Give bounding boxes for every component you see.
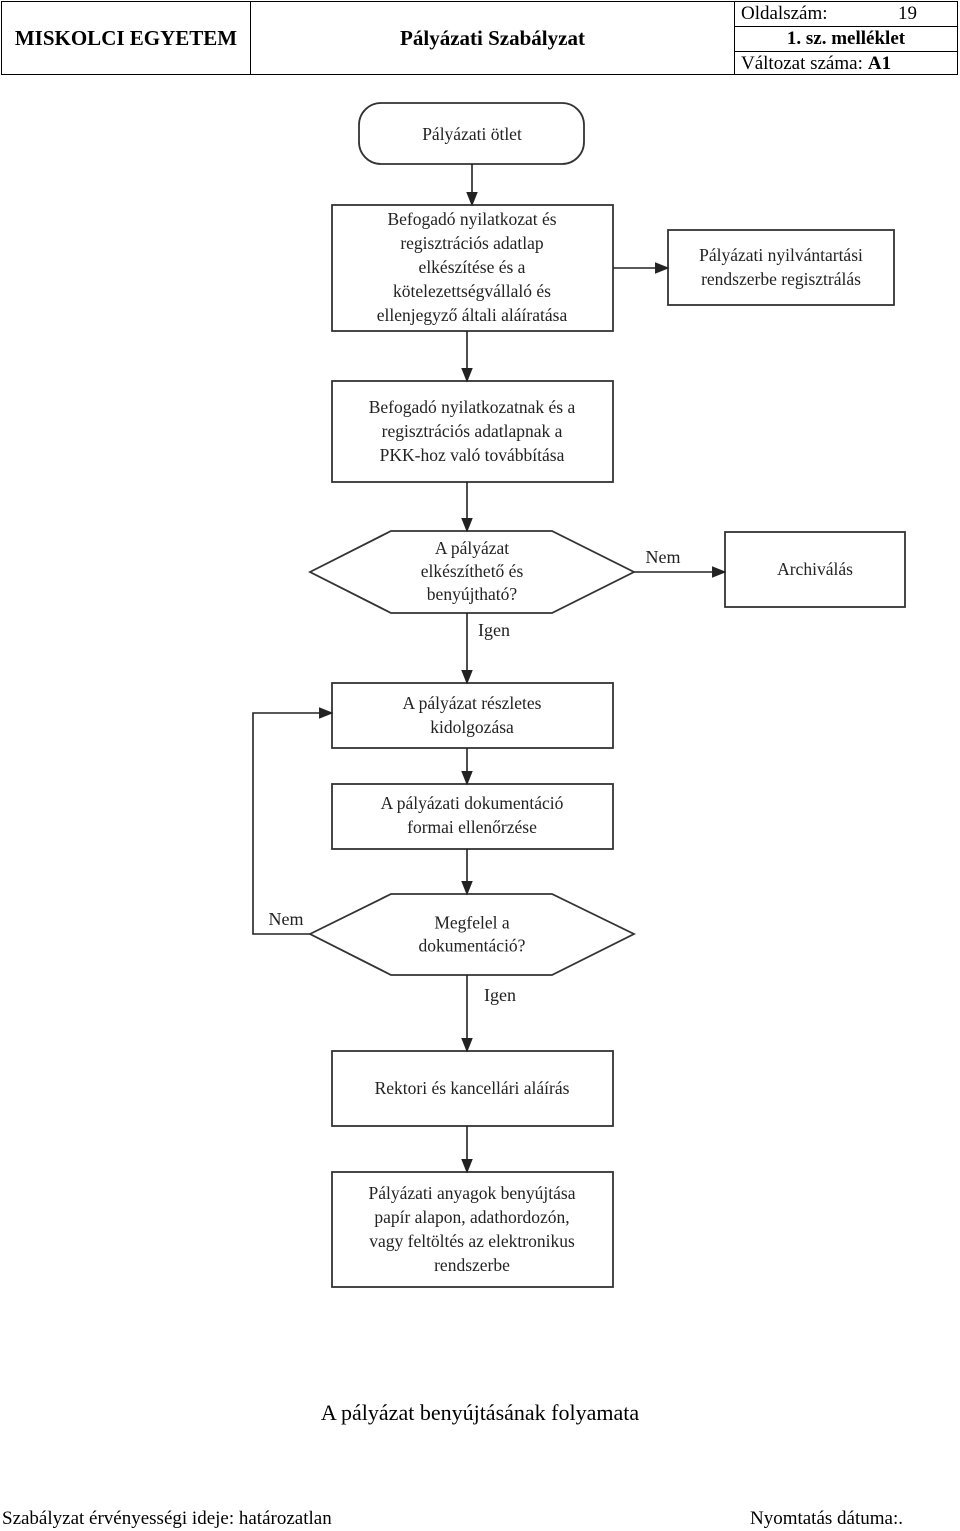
archive-box: [724, 531, 906, 608]
footer-validity: Szabályzat érvényességi ideje: határozat…: [2, 1508, 332, 1529]
decision-feasible-text: A pályázat elkészíthető és benyújtható?: [421, 538, 524, 604]
annex-label: 1. sz. melléklet: [735, 27, 957, 52]
step-elaboration-text: A pályázat részletes kidolgozása: [403, 693, 542, 737]
node-text-line: Rektori és kancellári aláírás: [375, 1078, 570, 1098]
register-box: [667, 229, 895, 306]
label-yes-continue: Igen: [478, 620, 510, 640]
node-text-line: rendszerbe: [434, 1255, 510, 1275]
step-check-box: [331, 783, 614, 850]
step-declaration-box: [331, 204, 614, 332]
node-text-line: PKK-hoz való továbbítása: [380, 445, 565, 465]
step-declaration-text: Befogadó nyilatkozat és regisztrációs ada…: [377, 209, 568, 325]
label-no-archive: Nem: [646, 547, 681, 567]
arrow-decision2-loop-back: [252, 707, 334, 935]
archive-text: Archiválás: [777, 559, 853, 579]
node-text-line: Archiválás: [777, 559, 853, 579]
document-title: Pályázati Szabályzat: [251, 2, 735, 74]
node-text-line: A pályázati dokumentáció: [381, 793, 564, 813]
node-text-line: Megfelel a: [434, 913, 510, 933]
header-meta: Oldalszám: 19 1. sz. melléklet Változat …: [735, 2, 957, 74]
node-text-line: elkészíthető és: [421, 561, 524, 581]
institution-name: MISKOLCI EGYETEM: [2, 2, 251, 74]
node-text-line: rendszerbe regisztrálás: [701, 269, 861, 289]
page-number-row: Oldalszám: 19: [735, 2, 957, 27]
node-text-line: kötelezettségvállaló és: [393, 281, 551, 301]
node-text-line: ellenjegyző általi aláíratása: [377, 305, 568, 325]
step-submission-text: Pályázati anyagok benyújtása papír alapon…: [368, 1183, 575, 1275]
decision-compliant: [307, 893, 637, 976]
figure-caption: A pályázat benyújtásának folyamata: [320, 1400, 640, 1425]
node-text-line: benyújtható?: [427, 584, 518, 604]
document-header: MISKOLCI EGYETEM Pályázati Szabályzat Ol…: [1, 1, 958, 75]
node-text-line: elkészítése és a: [419, 257, 526, 277]
start-node-text: Pályázati ötlet: [422, 124, 522, 144]
footer-print-date: Nyomtatás dátuma:.: [749, 1508, 903, 1529]
version-row: Változat száma: A1: [735, 52, 957, 75]
step-forward-text: Befogadó nyilatkozatnak és a regisztráció…: [369, 397, 576, 465]
node-text-line: Befogadó nyilatkozatnak és a: [369, 397, 576, 417]
page-number: 19: [898, 3, 917, 24]
version-value: A1: [867, 52, 892, 74]
node-text-line: regisztrációs adatlapnak a: [382, 421, 563, 441]
node-text-line: kidolgozása: [430, 717, 514, 737]
node-text-line: Pályázati anyagok benyújtása: [368, 1183, 575, 1203]
page-label: Oldalszám:: [741, 3, 828, 24]
node-text-line: regisztrációs adatlap: [400, 233, 544, 253]
step-signature-box: [331, 1050, 614, 1127]
decision-compliant-text: Megfelel a dokumentáció?: [419, 913, 526, 956]
label-no-loop: Nem: [269, 909, 304, 929]
step-check-text: A pályázati dokumentáció formai ellenőrzé…: [381, 793, 564, 837]
node-text-line: Pályázati ötlet: [422, 124, 522, 144]
node-text-line: A pályázat: [435, 538, 509, 558]
step-signature-text: Rektori és kancellári aláírás: [375, 1078, 570, 1098]
node-text-line: vagy feltöltés az elektronikus: [369, 1231, 575, 1251]
label-yes-signature: Igen: [484, 985, 516, 1005]
node-text-line: Befogadó nyilatkozat és: [387, 209, 556, 229]
node-text-line: dokumentáció?: [419, 936, 526, 956]
node-text-line: papír alapon, adathordozón,: [374, 1207, 569, 1227]
version-label: Változat száma:: [741, 52, 863, 74]
node-text-line: formai ellenőrzése: [407, 817, 537, 837]
register-text: Pályázati nyilvántartási rendszerbe regis…: [699, 245, 863, 289]
step-forward-box: [331, 380, 614, 483]
node-text-line: Pályázati nyilvántartási: [699, 245, 863, 265]
node-text-line: A pályázat részletes: [403, 693, 542, 713]
step-submission-box: [331, 1171, 614, 1288]
